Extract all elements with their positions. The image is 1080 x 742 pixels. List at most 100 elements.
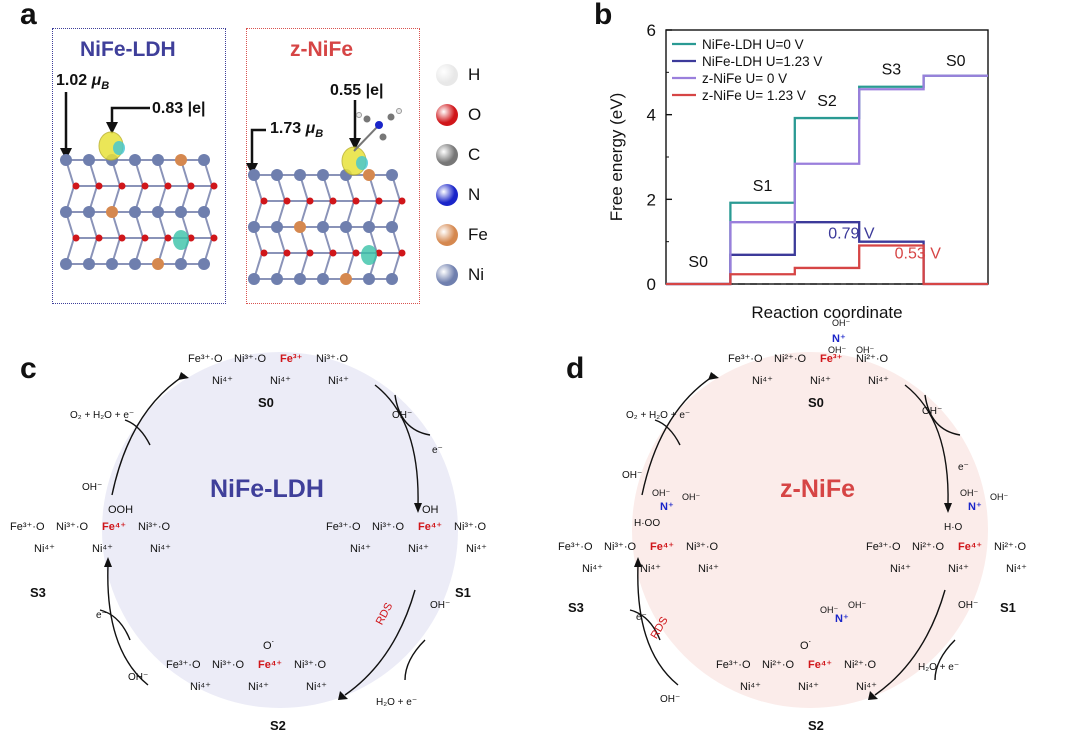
c-s2-ni4-right: Ni⁴⁺ [306,681,327,693]
fe-atom [294,221,306,233]
ni-atom [363,221,375,233]
d-h2o-release: H₂O + e⁻ [918,662,960,673]
d-oh-s3-1: OH⁻ [682,492,701,502]
nife-ldh-model-box [52,28,226,304]
legend-label: N [468,185,481,204]
d-oh-s1-2: OH⁻ [960,488,979,498]
legend-label: Fe [468,225,488,244]
c-oh-in-1: OH⁻ [392,410,413,421]
d-s3-ni: Ni³⁺·O [604,541,637,553]
ni-atom [363,273,375,285]
d-oh-in-3: OH⁻ [660,694,681,705]
fe-atom [106,206,118,218]
c-s3-ni4-mid: Ni⁴⁺ [92,543,113,555]
c-s3-ni4-right: Ni⁴⁺ [150,543,171,555]
d-e-out-1: e⁻ [958,462,969,473]
d-oh-in-2: OH⁻ [958,600,979,611]
d-s2-ni-right: Ni²⁺·O [844,659,877,671]
legend-entry-1: NiFe-LDH U=1.23 V [702,54,822,69]
c-s2-fe3: Fe³⁺·O [166,659,201,671]
d-s3-center: Fe⁴⁺ [650,541,675,553]
c-oh-in-4: OH⁻ [82,482,103,493]
series-line-2 [666,74,988,286]
c-s0-ni4-left: Ni⁴⁺ [212,375,233,387]
d-oh-s2-1: OH⁻ [820,605,839,615]
c-oh-in-2: OH⁻ [430,600,451,611]
fe-atom [340,273,352,285]
ni-atom [83,206,95,218]
c-atom [379,133,387,141]
state-label-0: S0 [688,254,708,271]
o-atom [141,234,149,242]
y-tick-label: 0 [647,275,656,294]
cycle-background [632,352,988,708]
ldh-arrowhead-2 [106,122,118,134]
c-s1-ni4-left: Ni⁴⁺ [350,543,371,555]
d-oh-s0-3: OH⁻ [832,318,851,328]
ni-atom [60,154,72,166]
d-o2-release: O₂ + H₂O + e⁻ [626,410,691,421]
c-atom [387,113,395,121]
legend-label: C [468,145,481,164]
c-s2-ni: Ni³⁺·O [212,659,245,671]
y-tick-label: 6 [647,21,656,40]
ni-atom [248,169,260,181]
ni-atom [83,258,95,270]
d-s1-ni4-left: Ni⁴⁺ [890,563,911,575]
c-s0-ni4-mid: Ni⁴⁺ [270,375,291,387]
d-zwitterion-s3: N⁺ [660,501,674,513]
o-atom-icon [436,104,458,126]
c-ooh: OOH [108,504,134,516]
z-nife-model-box [246,28,420,304]
o-atom [72,182,80,190]
charge-depletion-blob [356,156,368,170]
h-atom [356,112,362,118]
d-oh-in-1: OH⁻ [922,406,943,417]
legend-entry-2: z-NiFe U= 0 V [702,71,787,86]
state-label-1: S1 [753,178,773,195]
panel-letter-d: d [566,352,585,385]
legend-label: H [468,65,481,84]
o-atom [95,182,103,190]
c-oh-group: OH [422,504,439,516]
nife-ldh-cycle [99,352,458,708]
c-s1-ni4-right: Ni⁴⁺ [466,543,487,555]
znife-arrowhead-2 [349,138,361,150]
d-zwitterion-s2: N⁺ [835,613,849,625]
d-state-s2: S2 [808,718,824,733]
o-atom [210,182,218,190]
o-atom [329,197,337,205]
o-atom [164,182,172,190]
d-ho-s1: H·O [944,522,963,533]
o-atom [375,249,383,257]
c-state-s1: S1 [455,585,471,600]
nife-ldh-magnetic-moment: 1.02 μB [56,72,109,92]
legend-item-fe: Fe [436,224,488,246]
d-s0-ni: Ni²⁺·O [774,353,807,365]
znife-arrows [250,100,357,165]
c-atom-icon [436,144,458,166]
c-o2-release: O₂ + H₂O + e⁻ [70,410,135,421]
d-oh-s2-2: OH⁻ [848,600,867,610]
o-atom [329,249,337,257]
ni-atom [294,169,306,181]
c-s2-center: Fe⁴⁺ [258,659,283,671]
legend-label: Ni [468,265,485,284]
y-axis-label: Free energy (eV) [607,93,626,222]
ni-atom [129,154,141,166]
o-atom [375,197,383,205]
d-s2-ni: Ni²⁺·O [762,659,795,671]
legend-entry-0: NiFe-LDH U=0 V [702,37,804,52]
d-s2-ni4-mid: Ni⁴⁺ [798,681,819,693]
d-hoo-s3: H·OO [634,518,661,529]
cycle-background [102,352,458,708]
c-s2-ni-right: Ni³⁺·O [294,659,327,671]
c-s1-ni4-mid: Ni⁴⁺ [408,543,429,555]
z-nife-magnetic-moment: 1.73 μB [270,120,323,140]
c-o-radical: O˙ [263,640,276,652]
d-s3-ni-right: Ni³⁺·O [686,541,719,553]
ni-atom [60,206,72,218]
o-atom [283,249,291,257]
